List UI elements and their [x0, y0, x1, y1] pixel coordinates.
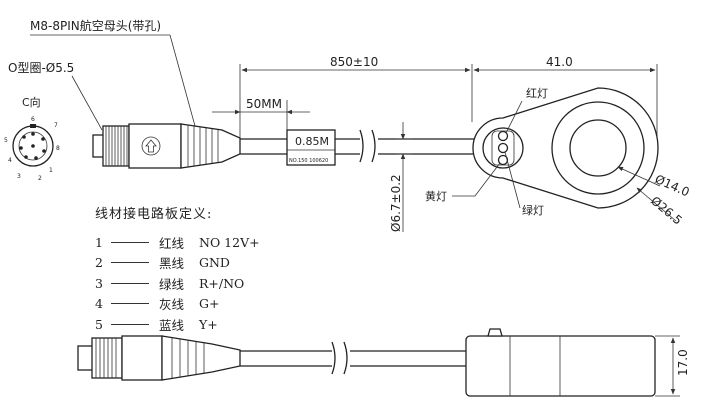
oring-label: O型圈-Ø5.5	[8, 61, 74, 75]
wire-line	[111, 303, 149, 305]
wire-color: 黑线	[159, 256, 185, 272]
connector-bottom-view	[77, 335, 241, 381]
bottom-cable	[240, 341, 466, 375]
wire-color: 灰线	[159, 297, 185, 313]
wire-pin: 2	[95, 255, 103, 271]
wire-color: 绿线	[159, 276, 185, 292]
pin-number: 2	[38, 175, 42, 182]
red-led-label: 红灯	[526, 87, 548, 100]
wiring-definition: 线材接电路板定义: 1 红线 NO 12V+ 2 黑线 GND 3 绿线 R+/NO 4 灰线…	[95, 203, 260, 335]
top-cable	[240, 129, 478, 163]
pin-number: 8	[56, 145, 60, 152]
connector-title: M8-8PIN航空母头(带孔)	[30, 18, 161, 33]
wire-line	[111, 262, 149, 264]
wire-signal: GND	[199, 255, 230, 271]
wire-line	[111, 282, 149, 284]
wire-pin: 5	[95, 316, 103, 332]
cable-diameter-dim: Ø6.7±0.2	[389, 174, 403, 232]
wire-color: 红线	[159, 235, 185, 251]
pin-number: 1	[49, 167, 53, 174]
view-label: C向	[22, 95, 41, 109]
pin-numbers: 1 2 3 4 5 6 7 8	[4, 116, 60, 182]
wire-pin: 4	[95, 296, 103, 312]
label-length: 0.85M	[295, 135, 329, 148]
label-sleeve	[286, 129, 336, 166]
wire-pin: 1	[95, 234, 103, 250]
wire-signal: NO 12V+	[199, 234, 260, 250]
red-led	[497, 130, 509, 142]
pin-number: 5	[4, 137, 8, 144]
yellow-led-label: 黄灯	[425, 189, 447, 203]
wiring-row: 2 黑线 GND	[95, 253, 260, 274]
wire-signal: R+/NO	[199, 275, 245, 291]
height-dim: 17.0	[676, 349, 690, 376]
wiring-row: 3 绿线 R+/NO	[95, 273, 260, 294]
wire-pin: 3	[95, 275, 103, 291]
green-led-label: 绿灯	[522, 203, 544, 217]
wire-line	[111, 241, 149, 243]
wire-color: 蓝线	[159, 317, 185, 333]
pin-face	[12, 124, 54, 167]
head-width-dim: 41.0	[546, 55, 573, 69]
cable-length-dim: 850±10	[330, 55, 378, 69]
sensor-head-top	[472, 87, 659, 209]
pin-number: 7	[54, 122, 58, 129]
connector-side-view	[92, 123, 241, 169]
connector-title-leader	[169, 34, 196, 127]
wire-signal: G+	[199, 296, 220, 312]
label-code: NO.150 100620	[289, 158, 328, 164]
wiring-row: 5 蓝线 Y+	[95, 314, 260, 335]
green-led	[497, 142, 509, 154]
wiring-row: 4 灰线 G+	[95, 294, 260, 315]
wire-signal: Y+	[199, 316, 218, 332]
sleeve-offset-dim: 50MM	[246, 97, 282, 111]
wire-line	[111, 323, 149, 325]
pin-number: 3	[17, 173, 21, 180]
sensor-head-side	[465, 328, 656, 397]
oring-leader	[71, 75, 103, 131]
pin-number: 6	[31, 116, 35, 123]
lens-outer-dim: Ø26.5	[648, 194, 685, 228]
wiring-row: 1 红线 NO 12V+	[95, 232, 260, 253]
wiring-title: 线材接电路板定义:	[95, 207, 213, 222]
pin-number: 4	[8, 157, 12, 164]
